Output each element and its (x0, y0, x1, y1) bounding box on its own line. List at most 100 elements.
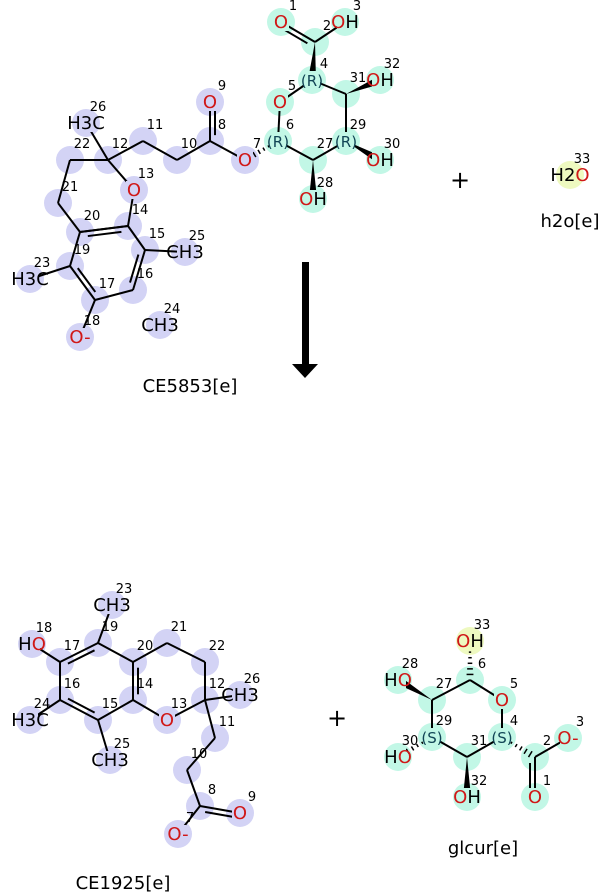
atom-label-ce1925-26: CH3 (221, 685, 259, 706)
atom-number-glcur-33: 33 (474, 618, 491, 633)
atom-number-h2o-33: 33 (574, 152, 591, 167)
atom-number-ce5853-11: 11 (147, 118, 164, 133)
label-bg (232, 804, 248, 822)
atom-number-ce1925-9: 9 (248, 790, 256, 805)
bond (186, 737, 216, 771)
label-bg (372, 71, 388, 89)
atom-number-glcur-6: 6 (478, 657, 486, 672)
label-bg (104, 596, 120, 614)
label-bg (72, 328, 88, 346)
wedge-bond (309, 160, 317, 199)
atom-label-ce1925-13: O (160, 710, 174, 731)
atom-number-ce1925-18: 18 (36, 621, 53, 636)
reaction-arrow-head (292, 364, 318, 378)
bond (97, 699, 134, 721)
hash-bond (267, 145, 270, 148)
atom-label-ce1925-25: CH3 (91, 750, 129, 771)
atom-number-ce1925-15: 15 (102, 697, 119, 712)
bond (176, 140, 211, 161)
atom-number-glcur-31: 31 (471, 734, 488, 749)
hash-bond (262, 147, 266, 152)
atom-number-ce1925-20: 20 (137, 639, 154, 654)
bond (57, 159, 71, 204)
bond (204, 699, 216, 739)
atom-label-ce5853-5: O (273, 92, 287, 113)
atom-label-glcur-4: (S) (491, 729, 512, 747)
atom-number-ce5853-22: 22 (74, 137, 91, 152)
atom-label-ce5853-3: OH (331, 12, 359, 33)
double-bond-line (67, 649, 95, 665)
double-bond-line (76, 267, 97, 293)
bond (431, 679, 471, 701)
label-bg (527, 788, 543, 806)
atom-number-ce1925-11: 11 (219, 715, 236, 730)
label-bg (102, 751, 118, 769)
compound-name-h2o: h2o[e] (540, 211, 600, 232)
atom-number-ce5853-9: 9 (218, 79, 226, 94)
atom-number-ce5853-25: 25 (189, 229, 206, 244)
label-bg (424, 728, 440, 746)
atom-label-ce5853-29: (R) (335, 133, 357, 151)
atom-number-ce5853-21: 21 (62, 180, 79, 195)
label-bg (159, 711, 175, 729)
atom-number-ce5853-6: 6 (286, 118, 294, 133)
label-bg (338, 132, 354, 150)
hash-bond (514, 743, 518, 748)
atom-number-ce5853-4: 4 (320, 57, 328, 72)
atom-label-ce1925-18: HO (18, 634, 46, 655)
atom-number-ce5853-17: 17 (99, 277, 116, 292)
label-bg (170, 825, 186, 843)
atom-label-glcur-3: O- (557, 728, 578, 749)
atom-number-ce5853-19: 19 (74, 243, 91, 258)
atom-number-ce1925-7: 7 (186, 811, 194, 826)
hash-bond (410, 746, 415, 751)
bond (94, 289, 134, 301)
bond (59, 699, 99, 721)
label-bg (270, 132, 286, 150)
atom-number-ce1925-24: 24 (34, 697, 51, 712)
label-bg (22, 711, 38, 729)
atom-number-ce5853-3: 3 (353, 0, 361, 14)
atom-number-ce5853-26: 26 (90, 100, 107, 115)
label-bg (372, 151, 388, 169)
bond (79, 225, 129, 233)
atom-number-ce5853-32: 32 (384, 57, 401, 72)
atom-number-ce5853-7: 7 (253, 137, 261, 152)
atom-label-glcur-28: HO (384, 670, 412, 691)
bond (132, 249, 146, 291)
bond (69, 231, 81, 267)
double-bond-line (67, 697, 96, 714)
atom-number-ce1925-25: 25 (114, 737, 131, 752)
label-bg (459, 788, 475, 806)
atom-number-ce1925-13: 13 (171, 697, 188, 712)
atom-label-ce5853-23: H3C (11, 269, 49, 290)
hash-bond (527, 750, 533, 758)
atom-label-glcur-30: HO (384, 747, 412, 768)
label-bg (202, 93, 218, 111)
atom-number-ce1925-14: 14 (137, 677, 154, 692)
label-bg (272, 93, 288, 111)
label-bg (494, 728, 510, 746)
atom-number-ce1925-16: 16 (64, 677, 81, 692)
atom-number-ce5853-10: 10 (181, 137, 198, 152)
label-bg (390, 671, 406, 689)
label-bg (237, 151, 253, 169)
label-bg (337, 13, 353, 31)
atom-number-glcur-27: 27 (436, 677, 453, 692)
compound-name-ce1925: CE1925[e] (75, 873, 171, 894)
atom-number-ce5853-13: 13 (138, 167, 155, 182)
bond (59, 642, 99, 663)
bond (127, 225, 146, 251)
label-bg (24, 635, 40, 653)
label-bg (126, 181, 142, 199)
atom-number-ce5853-20: 20 (84, 209, 101, 224)
atom-number-ce1925-22: 22 (209, 639, 226, 654)
atom-label-ce5853-24: CH3 (141, 315, 179, 336)
atom-number-glcur-30: 30 (402, 734, 419, 749)
hash-bond (415, 743, 419, 748)
label-bg (304, 71, 320, 89)
hash-bond (510, 741, 513, 745)
bond (142, 140, 178, 161)
atom-number-glcur-3: 3 (576, 715, 584, 730)
atom-number-ce1925-17: 17 (64, 639, 81, 654)
